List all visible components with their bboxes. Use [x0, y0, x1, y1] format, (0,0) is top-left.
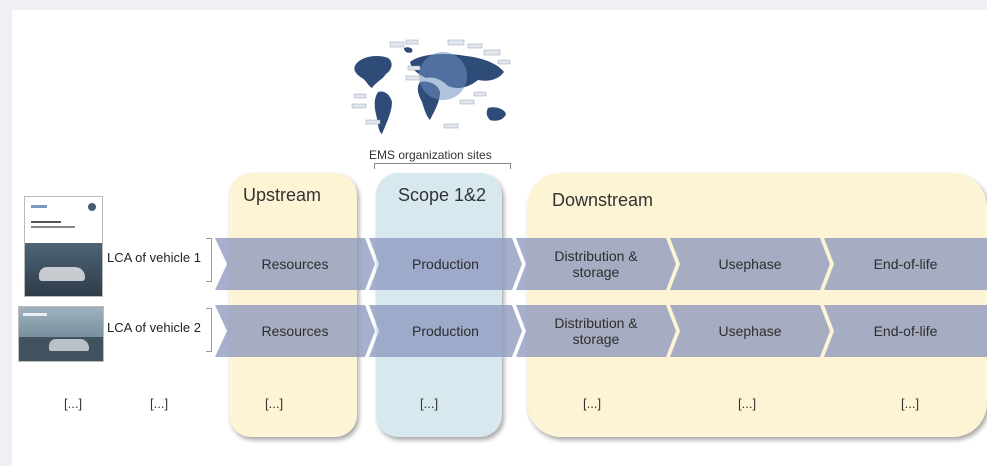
ellipsis-thumbnail: [...]: [64, 396, 83, 411]
ellipsis-distribution: [...]: [583, 396, 602, 411]
vehicle-1-report-thumbnail: [24, 196, 103, 297]
row-2-bracket: [206, 308, 212, 352]
upstream-title: Upstream: [243, 185, 322, 205]
row-2-step-usephase: Usephase: [670, 305, 830, 357]
map-caption: EMS organization sites: [369, 148, 492, 162]
map-highlight-icon: [419, 52, 467, 100]
ellipsis-usephase: [...]: [738, 396, 757, 411]
row-2-step-end-of-life: End-of-life: [824, 305, 987, 357]
row-1-step-distribution: Distribution & storage: [516, 238, 676, 290]
ellipsis-label: [...]: [150, 396, 169, 411]
map-bracket: [374, 163, 511, 169]
row-1-step-usephase: Usephase: [670, 238, 830, 290]
row-2-step-resources: Resources: [215, 305, 375, 357]
world-map-image: [351, 39, 511, 134]
ellipsis-production: [...]: [420, 396, 439, 411]
vehicle-2-report-thumbnail: [18, 306, 104, 362]
scope-title: Scope 1&2: [398, 185, 487, 205]
row-1-bracket: [206, 238, 212, 282]
ellipsis-resources: [...]: [265, 396, 284, 411]
row-2-step-production: Production: [369, 305, 522, 357]
ellipsis-end-of-life: [...]: [901, 396, 920, 411]
row-2-step-distribution: Distribution & storage: [516, 305, 676, 357]
downstream-title: Downstream: [552, 190, 654, 210]
row-2-label: LCA of vehicle 2: [107, 320, 201, 335]
row-1-step-resources: Resources: [215, 238, 375, 290]
row-1-step-end-of-life: End-of-life: [824, 238, 987, 290]
row-1-step-production: Production: [369, 238, 522, 290]
row-1-label: LCA of vehicle 1: [107, 250, 201, 265]
